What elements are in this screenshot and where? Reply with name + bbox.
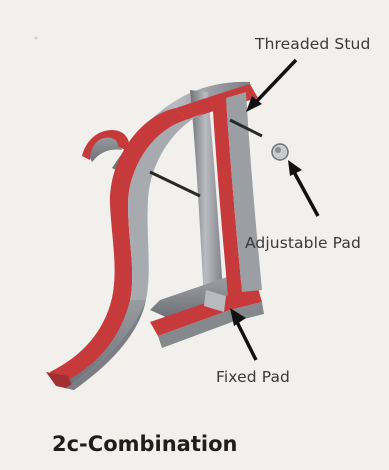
threaded-stud-label: Threaded Stud [255, 35, 370, 53]
adjustable-pad [272, 144, 288, 160]
speck [35, 37, 38, 40]
figure-caption: 2c-Combination [52, 432, 237, 456]
adjustable-pad-label: Adjustable Pad [245, 234, 361, 252]
fixed-pad-label: Fixed Pad [216, 368, 290, 386]
crossbar-rod [150, 172, 200, 196]
